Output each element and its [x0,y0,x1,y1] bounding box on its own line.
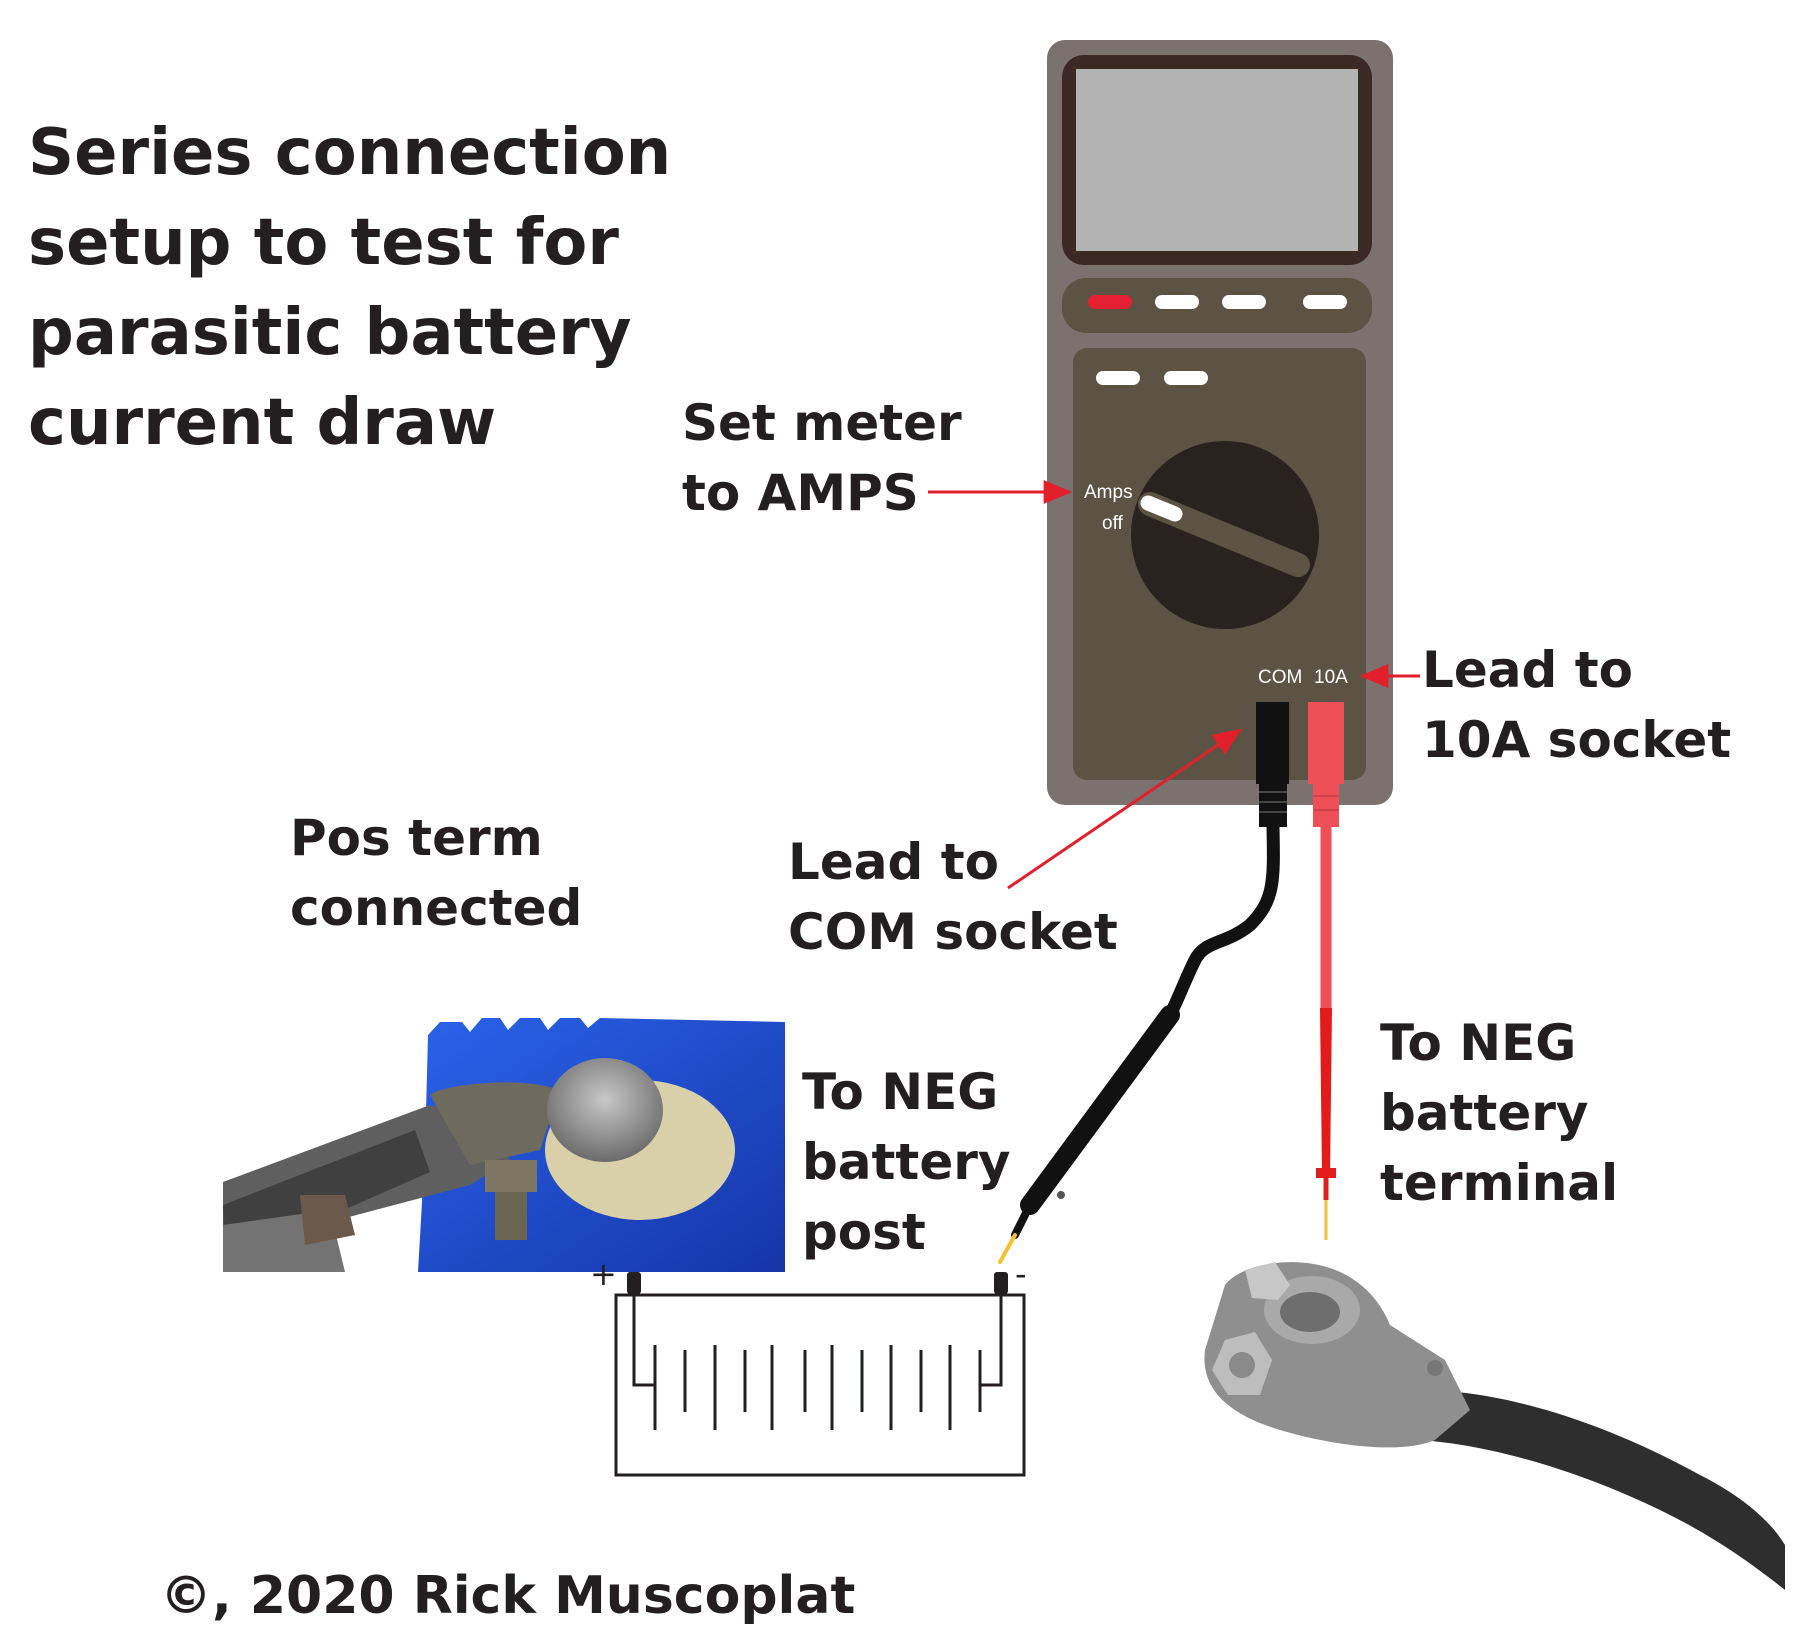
meter-button-2 [1222,295,1266,309]
ten-a-socket-label: 10A [1314,667,1348,688]
meter-screen [1076,69,1358,251]
battery-plus-sign: + [590,1255,617,1293]
negative-cable-terminal-photo [1204,1262,1785,1590]
title-line-3: parasitic battery [28,296,632,370]
annotation-neg-post-line-2: battery [802,1133,1011,1191]
annotation-set-meter-line-2: to AMPS [682,464,919,522]
meter-button-red [1088,295,1132,309]
positive-terminal-photo [223,1018,785,1272]
annotation-pos-term: Pos term connected [290,803,582,943]
annotation-neg-terminal: To NEG battery terminal [1380,1008,1618,1218]
com-socket-label: COM [1258,667,1303,688]
annotation-pos-term-line-2: connected [290,879,583,937]
annotation-lead-10a: Lead to 10A socket [1422,635,1731,775]
annotation-neg-post: To NEG battery post [802,1057,1011,1267]
annotation-neg-terminal-line-2: battery [1380,1084,1589,1142]
meter-face-button-1 [1096,371,1140,385]
meter-button-3 [1303,295,1347,309]
meter-button-1 [1155,295,1199,309]
annotation-neg-terminal-line-3: terminal [1380,1154,1619,1212]
annotation-lead-10a-line-2: 10A socket [1422,711,1732,769]
annotation-lead-com: Lead to COM socket [788,827,1118,967]
ten-a-socket [1308,702,1344,784]
annotation-neg-terminal-line-1: To NEG [1380,1014,1577,1072]
black-test-lead [998,782,1287,1264]
annotation-neg-post-line-3: post [802,1203,926,1261]
title-line-2: setup to test for [28,206,619,280]
battery-symbol-icon [614,1272,1026,1477]
dial-off-label: off [1102,513,1123,534]
annotation-neg-post-line-1: To NEG [802,1063,999,1121]
annotation-set-meter: Set meter to AMPS [682,388,962,528]
com-socket [1256,702,1289,784]
dial-amps-label: Amps [1084,482,1133,503]
annotation-lead-com-line-1: Lead to [788,833,999,891]
annotation-lead-10a-line-1: Lead to [1422,641,1633,699]
annotation-set-meter-line-1: Set meter [682,394,962,452]
annotation-pos-term-line-1: Pos term [290,809,543,867]
multimeter-icon [1047,40,1393,805]
arrow-lead-com [1007,728,1242,890]
meter-dial-marker [1140,495,1183,522]
annotation-lead-com-line-2: COM socket [788,903,1118,961]
copyright-notice: ©, 2020 Rick Muscoplat [160,1566,856,1626]
battery-minus-sign: - [1015,1255,1027,1293]
title-line-4: current draw [28,386,497,460]
meter-face-button-2 [1164,371,1208,385]
red-test-lead [1313,782,1339,1240]
meter-button-strip [1062,278,1372,333]
title-line-1: Series connection [28,116,672,190]
diagram-title: Series connection setup to test for para… [28,108,671,468]
